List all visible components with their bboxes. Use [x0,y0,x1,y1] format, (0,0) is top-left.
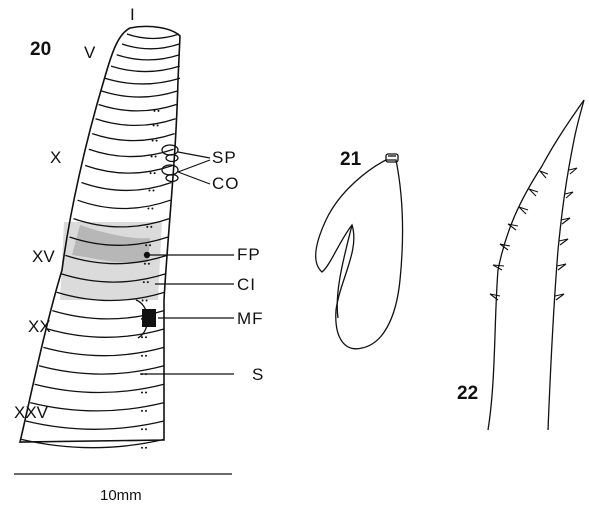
seta-dot [151,156,153,158]
segment-ring [99,105,177,111]
seta-dot [150,226,152,228]
segment-label-xx: XX [28,318,51,335]
segment-ring [117,55,180,60]
label-male-field: MF [237,310,264,327]
seta-dot [145,336,147,338]
figure-21-number: 21 [340,150,361,169]
seta-dot [157,124,159,126]
label-clitellum: CI [237,276,256,293]
label-co: CO [212,175,240,192]
segment-ring [82,183,172,191]
seta-dot [146,226,148,228]
seta-dot [149,244,151,246]
seta-dot [146,300,148,302]
segment-ring [39,366,164,374]
label-setae: S [252,366,264,383]
female-pore-dot [144,252,150,258]
seta-dot [151,208,153,210]
seta-dot [141,355,143,357]
segment-label-x: X [50,149,61,166]
seta-dot [155,156,157,158]
segment-ring [96,119,176,126]
segment-label-xxv: XXV [14,404,48,421]
seta-dot [141,410,143,412]
scale-bar-label: 10mm [100,488,142,503]
figure-20-number: 20 [30,40,51,59]
male-field-mark [142,309,156,327]
seta-dot [147,208,149,210]
segment-label-i: I [130,6,135,23]
seta-dot [145,244,147,246]
segment-ring [35,384,164,392]
segment-ring [111,66,180,71]
segment-ring [102,91,178,97]
segment-ring [92,134,174,141]
segment-ring [127,34,179,39]
seta-dot [158,110,160,112]
segment-label-xv: XV [32,248,55,265]
seta-drawing [488,100,584,430]
seta-dot [148,263,150,265]
seta-dot [153,190,155,192]
seta-dot [150,172,152,174]
segment-ring [89,149,174,156]
label-female-pore: FP [237,246,261,263]
segment-ring [85,166,172,174]
seta-dot [145,428,147,430]
seta-dot [149,190,151,192]
seta-dot [154,110,156,112]
seta-dot [141,428,143,430]
seta-dot [154,172,156,174]
segment-ring [105,78,180,84]
seta-dot [152,140,154,142]
seta-dot [145,410,147,412]
seta-dot [144,263,146,265]
figure-22-number: 22 [457,384,478,403]
seta-dot [145,447,147,449]
seta-dot [142,300,144,302]
segment-label-v: V [84,44,95,61]
segment-ring [30,403,164,411]
segment-ring [122,44,179,49]
seta-dot [153,124,155,126]
segment-ring [26,421,164,429]
segment-ring [78,200,171,208]
earthworm-body [20,26,180,442]
seta-dot [141,336,143,338]
seta-dot [145,392,147,394]
seta-dot [156,140,158,142]
seta-dot [143,281,145,283]
segment-ring [48,329,164,337]
segment-ring [43,347,164,355]
seta-dot [141,392,143,394]
seta-dot [145,355,147,357]
seta-dot [141,447,143,449]
spermatheca-drawing [316,154,403,349]
label-spermathecal-pore: SP [212,149,237,166]
seta-dot [147,281,149,283]
